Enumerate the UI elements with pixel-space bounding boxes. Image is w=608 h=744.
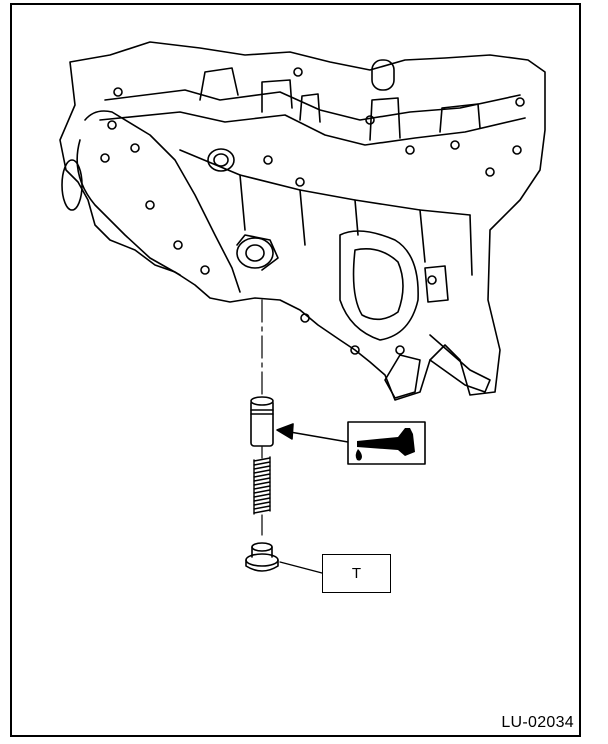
special-tool-label: T <box>322 554 391 593</box>
figure-code: LU-02034 <box>501 714 574 731</box>
relief-valve-plug <box>245 542 279 572</box>
figure-frame <box>10 3 581 737</box>
oil-can-icon <box>355 428 415 461</box>
relief-valve-plunger <box>250 396 274 447</box>
engine-block <box>59 41 546 401</box>
tool-leader-line <box>279 561 323 574</box>
relief-valve-spring <box>253 456 271 515</box>
oil-callout <box>276 421 426 465</box>
